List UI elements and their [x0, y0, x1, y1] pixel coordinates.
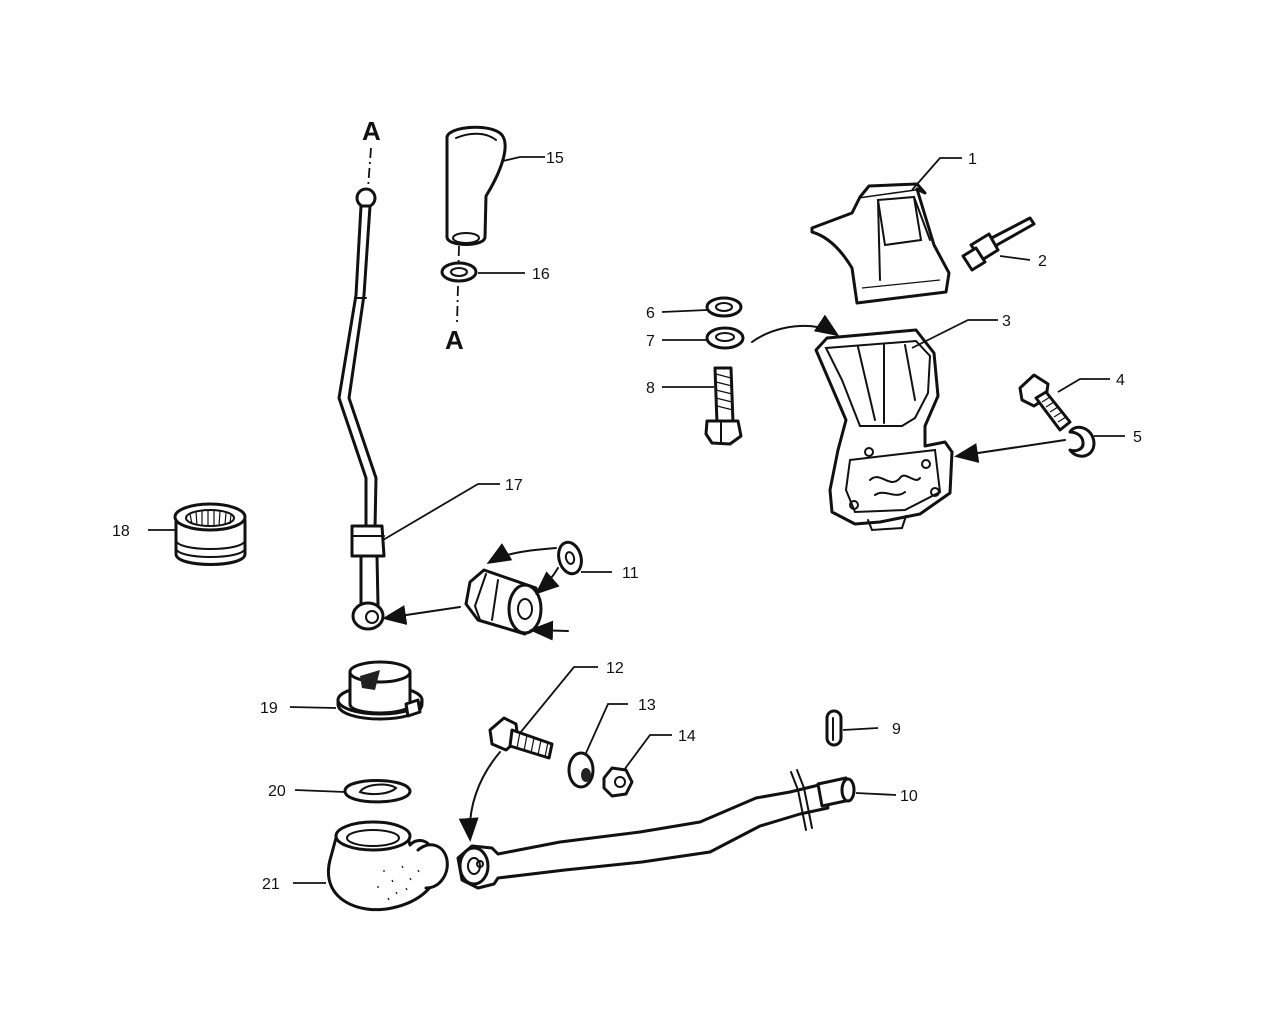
- callout-14: 14: [678, 728, 696, 745]
- washer-7: [705, 326, 745, 350]
- callout-15: 15: [546, 150, 564, 167]
- callout-1: 1: [968, 151, 977, 168]
- bush-sleeve-18: [173, 502, 247, 566]
- bolt-8: [704, 366, 743, 446]
- callout-10: 10: [900, 788, 918, 805]
- bush-13: [567, 751, 595, 789]
- gear-knob: [445, 125, 507, 246]
- callout-6: 6: [646, 305, 655, 322]
- lock-washer-5: [1068, 425, 1096, 458]
- callout-16: 16: [532, 266, 550, 283]
- axis-line-top: [367, 147, 372, 189]
- callout-4: 4: [1116, 372, 1125, 389]
- washer-6: [705, 296, 743, 318]
- bush-11: [464, 568, 543, 636]
- gear-lever-housing: [814, 328, 954, 532]
- spring-clip-20: [343, 779, 412, 804]
- callout-11: 11: [622, 565, 639, 582]
- axis-marker-bottom: A: [445, 325, 464, 355]
- callout-18: 18: [112, 523, 130, 540]
- callout-2: 2: [1038, 253, 1047, 270]
- retaining-pin-2: [961, 216, 1036, 272]
- callout-21: 21: [262, 876, 280, 893]
- assembly-arrows: [382, 314, 1066, 842]
- callout-13: 13: [638, 697, 656, 714]
- callout-7: 7: [646, 333, 655, 350]
- axis-marker-top: A: [362, 116, 381, 146]
- gear-lever-rod: [337, 187, 386, 631]
- key-9: [825, 709, 843, 747]
- washer-11: [557, 540, 583, 576]
- gaiter-boot: [810, 182, 951, 305]
- bolt-4: [1018, 373, 1072, 432]
- ball-cup-21: [326, 820, 449, 912]
- callout-12: 12: [606, 660, 624, 677]
- callout-8: 8: [646, 380, 655, 397]
- callout-17: 17: [505, 477, 523, 494]
- bush-19: [336, 660, 424, 721]
- bolt-12: [488, 716, 554, 760]
- callout-3: 3: [1002, 313, 1011, 330]
- callout-19: 19: [260, 700, 278, 717]
- callout-9: 9: [892, 721, 901, 738]
- washer-16: [440, 261, 478, 283]
- leader-lines: [148, 156, 1125, 884]
- nut-14: [602, 766, 634, 798]
- callout-labels: 1 2 3 4 5 6 7 8 9 10 11 12 13 14 15 16 1…: [112, 150, 1142, 893]
- selector-rod-10: [456, 769, 856, 890]
- axis-line-bottom: [456, 245, 460, 325]
- callout-5: 5: [1133, 429, 1142, 446]
- callout-20: 20: [268, 783, 286, 800]
